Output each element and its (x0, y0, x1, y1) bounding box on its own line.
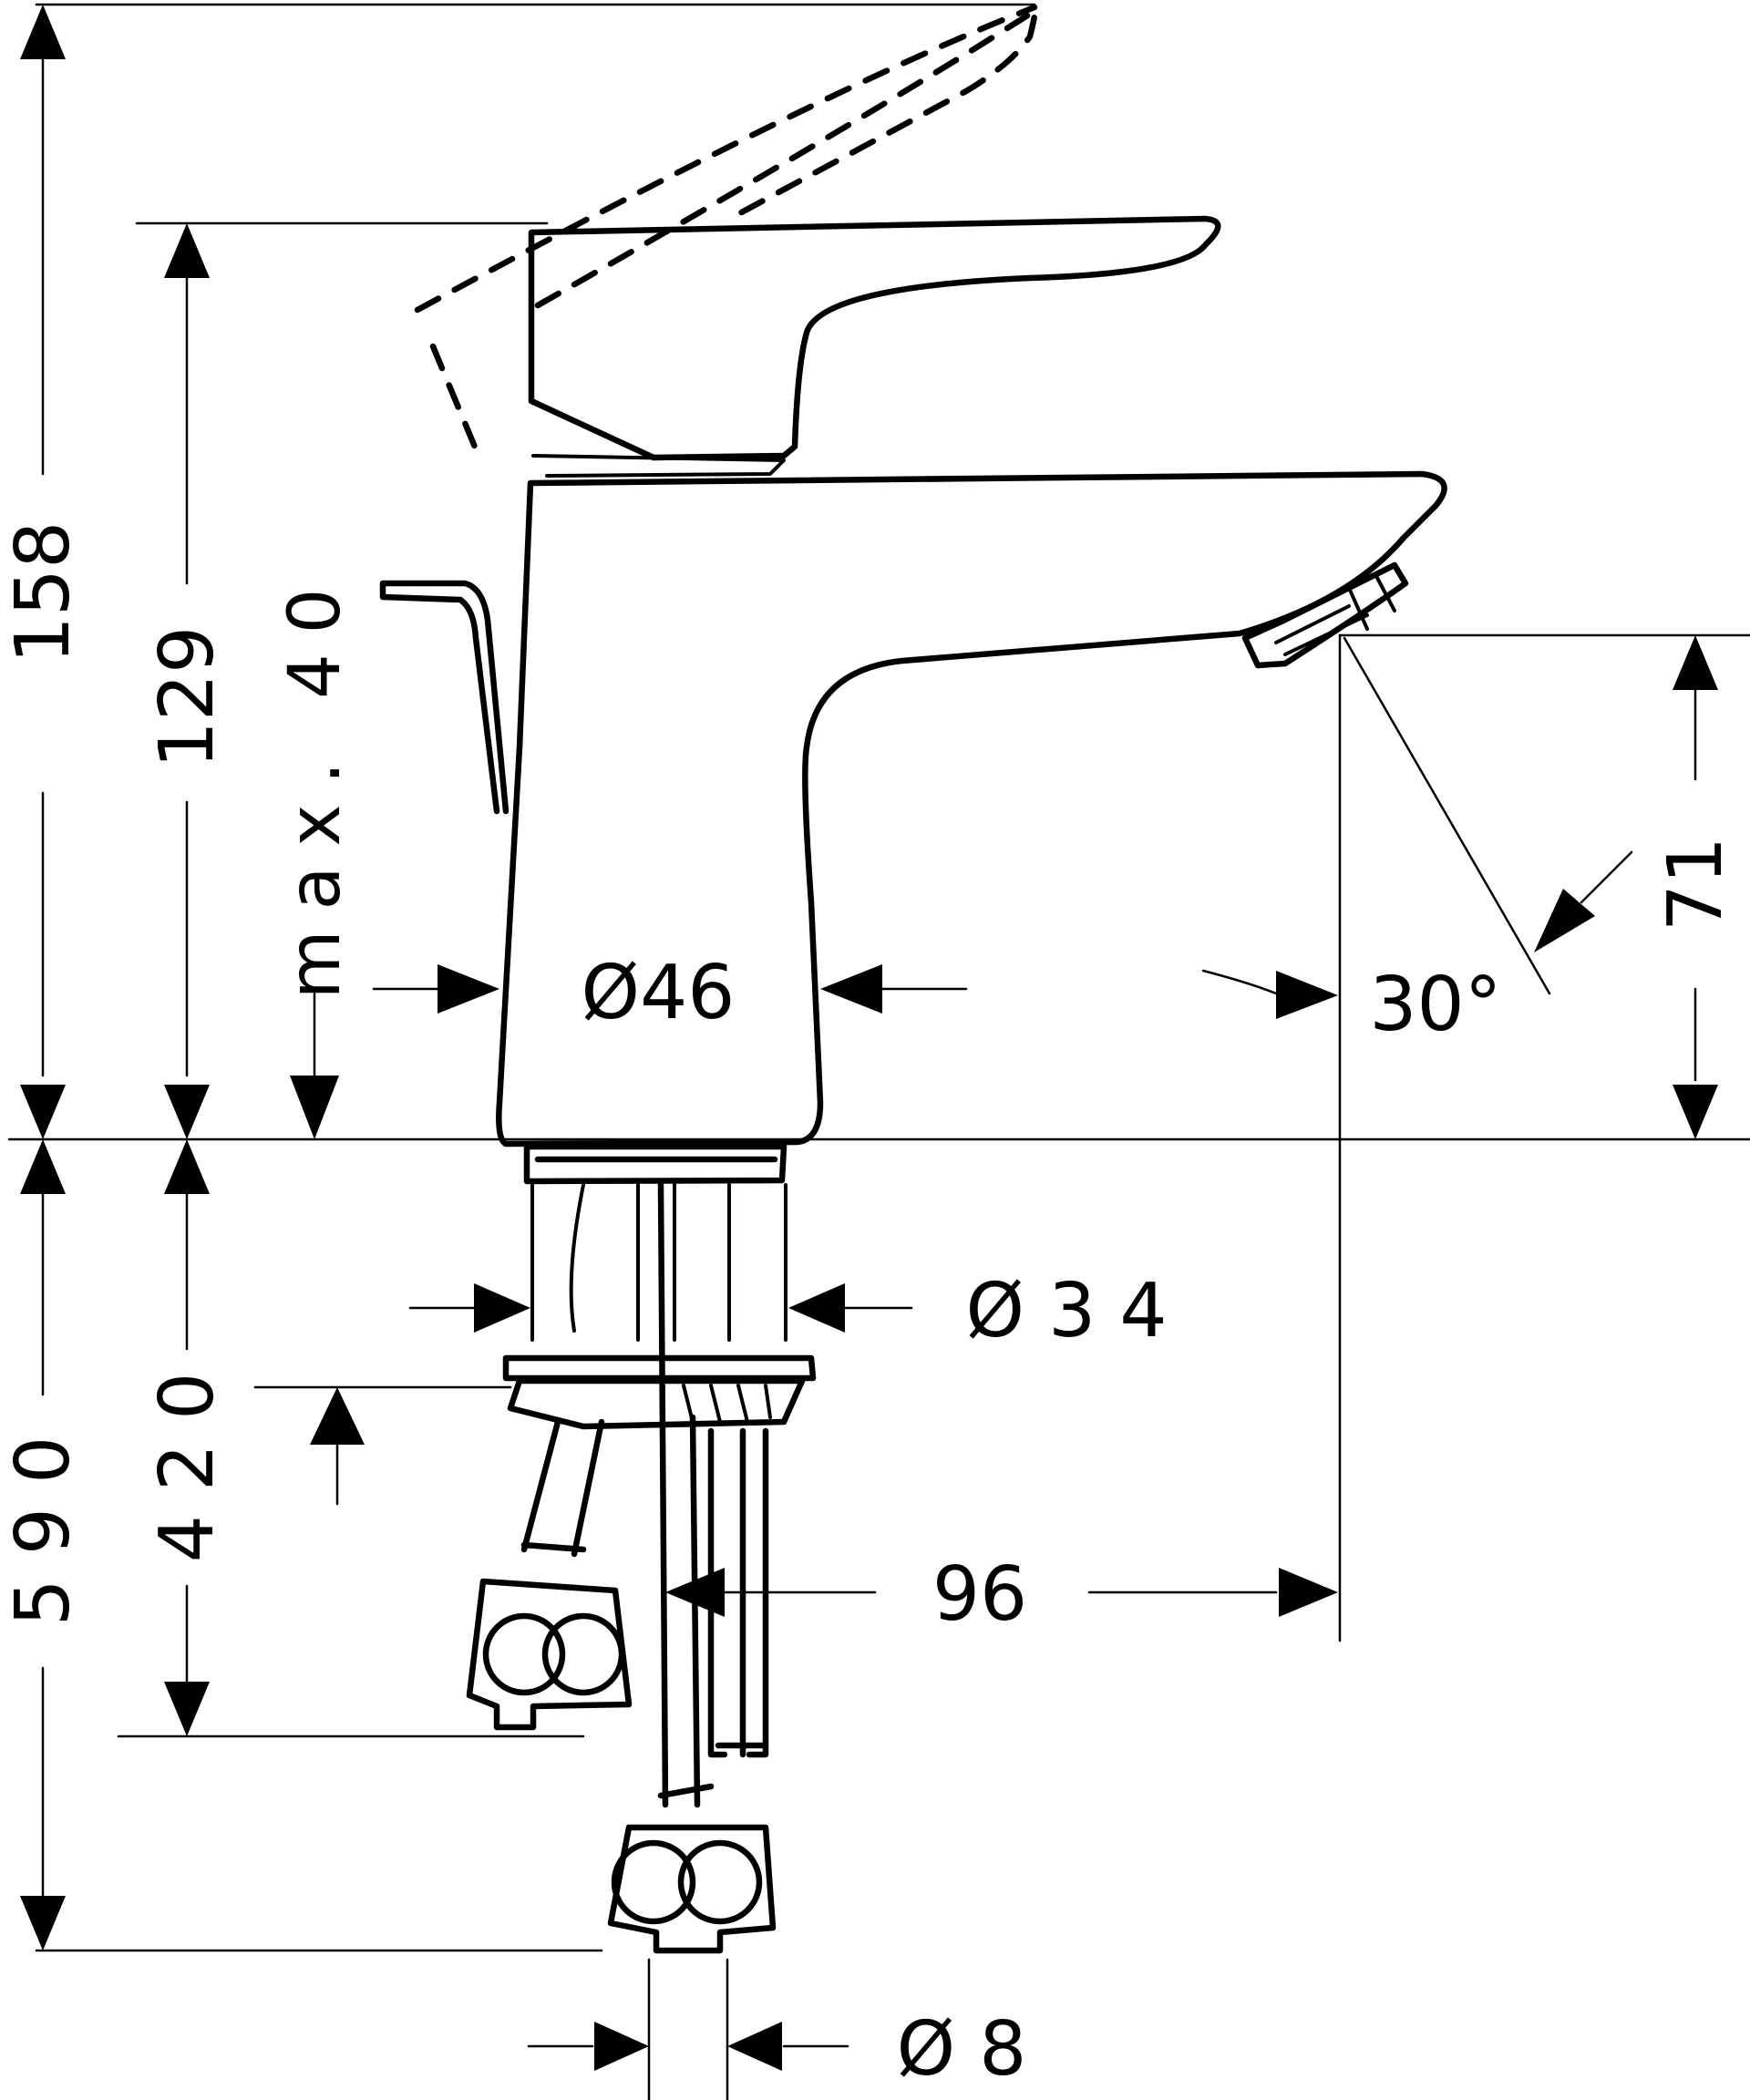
label-below-counter-hose: 4 2 0 (144, 1373, 231, 1563)
label-handle-height: 129 (144, 626, 231, 769)
label-spout-reach: 96 (932, 1551, 1027, 1638)
handle-base (531, 454, 786, 478)
label-spout-height: 71 (1652, 837, 1739, 932)
fitting-center-b (677, 1839, 763, 1925)
dimension-labels: 158 129 max. 40 Ø46 30° 71 Ø 3 4 5 9 0 4… (0, 521, 1739, 2093)
base-washer (523, 1143, 788, 1185)
label-max-thickness: max. 40 (274, 569, 356, 1000)
handle-lever (528, 215, 1221, 461)
fitting-left-b (541, 1612, 625, 1696)
shank (530, 1183, 788, 1342)
hose-center (657, 1181, 715, 1808)
fitting-left-a (482, 1612, 566, 1696)
hose-left-fitting (466, 1578, 633, 1731)
fitting-center-a (611, 1839, 696, 1925)
faucet-outline (379, 215, 1447, 1954)
label-hose-diameter: Ø 8 (897, 2006, 1027, 2093)
label-body-diameter: Ø46 (582, 950, 736, 1036)
label-spout-angle: 30° (1369, 962, 1501, 1048)
hose-center-fitting (607, 1824, 777, 1954)
mounting-nut (502, 1354, 817, 1430)
aerator (1241, 561, 1409, 669)
hose-left (520, 1418, 605, 1558)
label-shank-diameter: Ø 3 4 (965, 1268, 1167, 1354)
label-total-height: 158 (0, 521, 87, 664)
label-below-counter-total: 5 9 0 (0, 1436, 87, 1627)
handle-swing-dashed (414, 4, 1038, 459)
faucet-body (496, 470, 1447, 1148)
dimension-lines (7, 3, 1750, 2100)
drain-rod (379, 580, 510, 815)
